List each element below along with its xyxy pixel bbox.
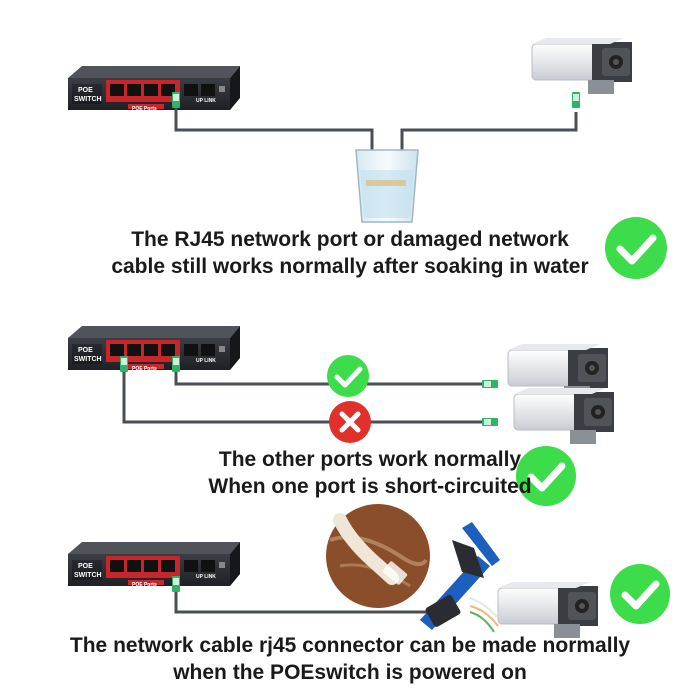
ip-camera-icon xyxy=(531,37,633,95)
svg-text:POE Ports: POE Ports xyxy=(132,366,157,372)
cable-panel3 xyxy=(174,584,430,614)
check-circle-icon xyxy=(610,564,670,624)
crimping-photo-inset xyxy=(326,504,430,608)
rj45-plug-icon xyxy=(482,380,498,388)
check-circle-icon xyxy=(516,446,576,506)
switch-label-3: POE SWITCH POE Ports UP LINK xyxy=(74,563,216,588)
svg-text:SWITCH: SWITCH xyxy=(74,96,102,103)
rj45-plug-icon xyxy=(572,92,580,108)
water-glass-icon xyxy=(355,149,419,223)
ip-camera-icon xyxy=(497,581,599,639)
ip-camera-icon xyxy=(513,387,615,445)
cable-top xyxy=(174,368,486,386)
svg-text:POE Ports: POE Ports xyxy=(132,582,157,588)
svg-text:UP LINK: UP LINK xyxy=(196,358,216,364)
svg-text:UP LINK: UP LINK xyxy=(196,574,216,580)
cable-right xyxy=(400,112,578,178)
caption-panel-3: The network cable rj45 connector can be … xyxy=(40,632,660,686)
svg-text:POE Ports: POE Ports xyxy=(132,106,157,112)
svg-text:POE: POE xyxy=(78,563,93,570)
svg-text:SWITCH: SWITCH xyxy=(74,572,102,579)
cable-left xyxy=(174,108,374,178)
svg-text:UP LINK: UP LINK xyxy=(196,98,216,104)
caption-line: when the POEswitch is powered on xyxy=(173,661,527,684)
svg-text:POE: POE xyxy=(78,87,93,94)
caption-line: When one port is short-circuited xyxy=(208,475,532,498)
panel-1-diagram xyxy=(68,37,633,223)
panel-3-diagram xyxy=(68,504,599,639)
check-circle-icon xyxy=(605,217,667,279)
svg-text:POE: POE xyxy=(78,347,93,354)
caption-line: The RJ45 network port or damaged network xyxy=(131,228,569,251)
rj45-plug-icon xyxy=(172,92,180,108)
rj45-plug-icon xyxy=(172,576,180,592)
svg-text:SWITCH: SWITCH xyxy=(74,356,102,363)
caption-line: The network cable rj45 connector can be … xyxy=(69,634,631,657)
caption-line: cable still works normally after soaking… xyxy=(111,255,589,278)
caption-panel-1: The RJ45 network port or damaged network… xyxy=(90,226,610,280)
cable-bottom xyxy=(122,368,486,424)
switch-label-1: POE SWITCH POE Ports UP LINK xyxy=(74,87,216,112)
crimping-tool-icon xyxy=(420,522,500,633)
cross-circle-icon xyxy=(329,401,371,443)
panel-2-diagram xyxy=(68,326,615,445)
rj45-plug-icon xyxy=(482,418,498,426)
switch-label-2: POE SWITCH POE Ports UP LINK xyxy=(74,347,216,372)
caption-line: The other ports work normally xyxy=(218,448,522,471)
caption-panel-2: The other ports work normally When one p… xyxy=(160,446,580,500)
check-circle-icon xyxy=(327,355,369,397)
rj45-plug-icon xyxy=(120,356,128,372)
rj45-plug-icon xyxy=(172,356,180,372)
